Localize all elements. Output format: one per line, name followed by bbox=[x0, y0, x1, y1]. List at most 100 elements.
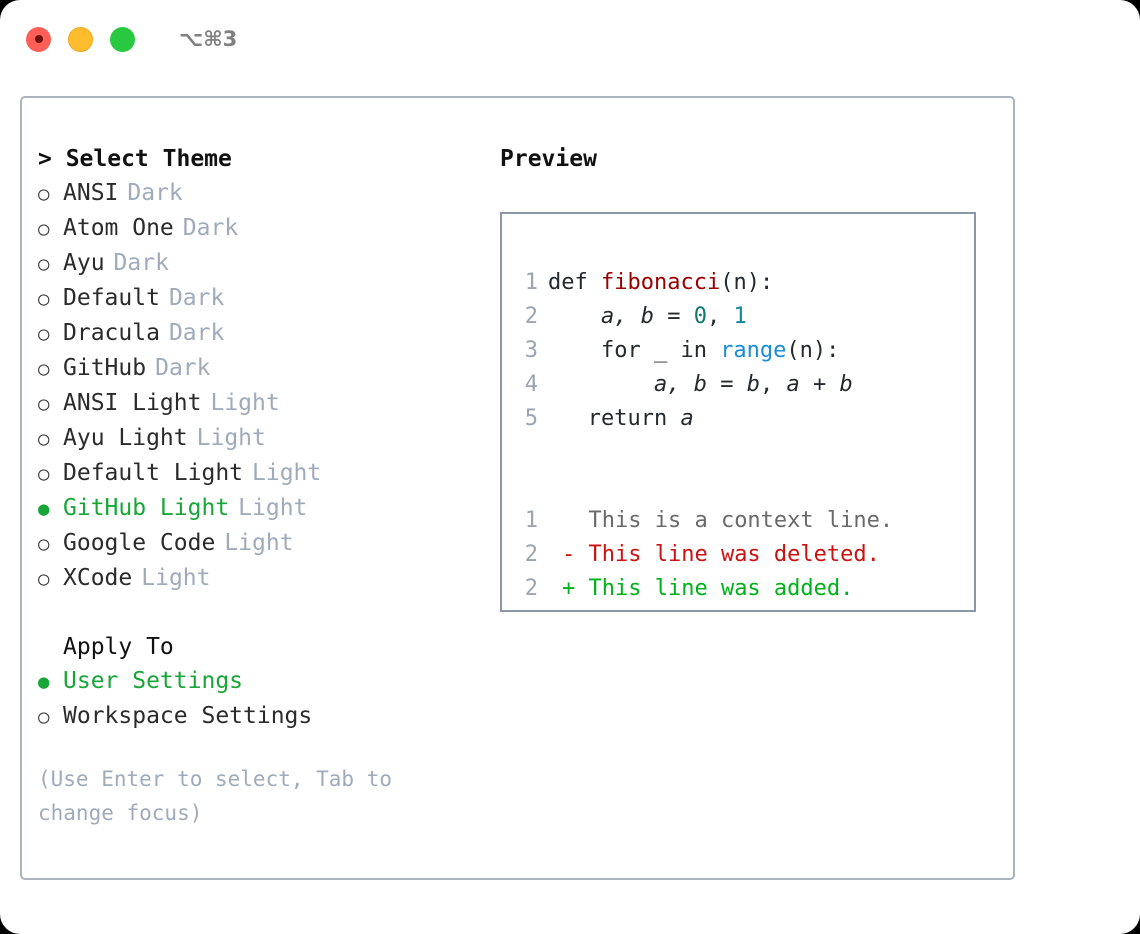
diff-line-deleted: 2- This line was deleted. bbox=[502, 538, 974, 572]
radio-selected-icon: ● bbox=[38, 498, 50, 520]
theme-option-tag: Dark bbox=[113, 250, 169, 276]
radio-unselected-icon: ○ bbox=[38, 568, 50, 590]
theme-option-label: Atom One bbox=[63, 215, 174, 241]
theme-option-dracula[interactable]: ○ Dracula Dark bbox=[38, 316, 468, 351]
apply-to-list[interactable]: ●User Settings○Workspace Settings bbox=[38, 664, 468, 734]
code-token: return bbox=[548, 406, 681, 431]
title-bar: ⌥⌘3 bbox=[0, 0, 1140, 78]
theme-option-xcode[interactable]: ○ XCode Light bbox=[38, 561, 468, 596]
radio-unselected-icon: ○ bbox=[38, 533, 50, 555]
line-number: 4 bbox=[524, 372, 538, 397]
theme-option-ansi[interactable]: ○ ANSI Dark bbox=[38, 176, 468, 211]
line-number: 2 bbox=[524, 304, 538, 329]
radio-unselected-icon: ○ bbox=[38, 183, 50, 205]
theme-option-default[interactable]: ○ Default Dark bbox=[38, 281, 468, 316]
code-line-content: def fibonacci(n): bbox=[548, 266, 773, 300]
code-token: b bbox=[839, 372, 853, 397]
theme-option-label: Ayu bbox=[63, 250, 105, 276]
line-number: 5 bbox=[524, 406, 538, 431]
radio-unselected-icon: ○ bbox=[38, 358, 50, 380]
theme-option-label: GitHub bbox=[63, 355, 147, 381]
radio-unselected-icon: ○ bbox=[38, 218, 50, 240]
code-token: = bbox=[706, 372, 747, 397]
minimize-window-button[interactable] bbox=[68, 26, 93, 52]
code-line-content: return a bbox=[548, 402, 694, 436]
line-number: 3 bbox=[524, 338, 538, 363]
code-line: 3 for _ in range(n): bbox=[502, 334, 974, 368]
radio-unselected-icon: ○ bbox=[38, 323, 50, 345]
theme-option-tag: Light bbox=[141, 565, 211, 591]
code-token: fibonacci bbox=[600, 270, 721, 295]
diff-line-context: 1 This is a context line. bbox=[502, 504, 974, 538]
close-window-button[interactable] bbox=[26, 26, 51, 52]
code-token: b bbox=[746, 372, 760, 397]
apply-to-option-user-settings[interactable]: ●User Settings bbox=[38, 664, 468, 699]
theme-option-label: GitHub Light bbox=[63, 495, 230, 521]
diff-line-text: This line was deleted. bbox=[575, 542, 880, 567]
theme-option-label: Default Light bbox=[63, 460, 244, 486]
theme-option-tag: Light bbox=[210, 390, 280, 416]
code-line: 5 return a bbox=[502, 402, 974, 436]
code-token: (n): bbox=[720, 270, 774, 295]
theme-option-label: Ayu Light bbox=[63, 425, 188, 451]
theme-option-label: ANSI bbox=[63, 180, 119, 206]
code-token: 1 bbox=[733, 304, 747, 329]
diff-line-added: 2+ This line was added. bbox=[502, 572, 974, 606]
code-token: + bbox=[799, 372, 840, 397]
radio-unselected-icon: ○ bbox=[38, 428, 50, 450]
theme-option-github[interactable]: ○ GitHub Dark bbox=[38, 351, 468, 386]
code-line: 4 a, b = b, a + b bbox=[502, 368, 974, 402]
code-token bbox=[548, 372, 654, 397]
code-token: a, b bbox=[600, 304, 654, 329]
theme-option-tag: Dark bbox=[168, 285, 225, 311]
code-diff-separator-2 bbox=[502, 470, 974, 504]
apply-to-option-workspace-settings[interactable]: ○Workspace Settings bbox=[38, 699, 468, 734]
code-token: , bbox=[759, 372, 787, 397]
code-token: a bbox=[680, 406, 694, 431]
theme-list-header: > Select Theme bbox=[38, 146, 232, 172]
theme-option-tag: Dark bbox=[127, 180, 183, 206]
diff-line-text: This line was added. bbox=[575, 576, 854, 601]
theme-option-default-light[interactable]: ○ Default Light Light bbox=[38, 456, 468, 491]
theme-option-tag: Dark bbox=[168, 320, 225, 346]
preview-title: Preview bbox=[500, 146, 597, 172]
keyboard-shortcut-label: ⌥⌘3 bbox=[179, 27, 238, 51]
radio-unselected-icon: ○ bbox=[38, 463, 50, 485]
code-token: a bbox=[786, 372, 800, 397]
theme-option-label: Default bbox=[63, 285, 160, 311]
apply-to-option-label: User Settings bbox=[63, 668, 244, 694]
diff-marker bbox=[548, 504, 575, 538]
apply-to-header: Apply To bbox=[63, 634, 174, 660]
theme-option-tag: Dark bbox=[155, 355, 211, 381]
theme-option-ayu[interactable]: ○ Ayu Dark bbox=[38, 246, 468, 281]
code-token: 0 bbox=[693, 304, 707, 329]
theme-option-tag: Light bbox=[252, 460, 322, 486]
window-controls bbox=[26, 26, 135, 52]
list-spacer bbox=[38, 596, 468, 630]
code-line-content: a, b = b, a + b bbox=[548, 368, 853, 402]
maximize-window-button[interactable] bbox=[110, 26, 135, 52]
theme-option-label: Dracula bbox=[63, 320, 160, 346]
code-token bbox=[548, 304, 601, 329]
code-token: = bbox=[653, 304, 694, 329]
theme-option-label: XCode bbox=[63, 565, 133, 591]
theme-option-label: Google Code bbox=[63, 530, 216, 556]
radio-unselected-icon: ○ bbox=[38, 253, 50, 275]
keyboard-hint: (Use Enter to select, Tab to change focu… bbox=[38, 767, 405, 825]
diff-line-text: This is a context line. bbox=[575, 508, 894, 533]
radio-unselected-icon: ○ bbox=[38, 288, 50, 310]
line-number: 2 bbox=[524, 576, 538, 601]
